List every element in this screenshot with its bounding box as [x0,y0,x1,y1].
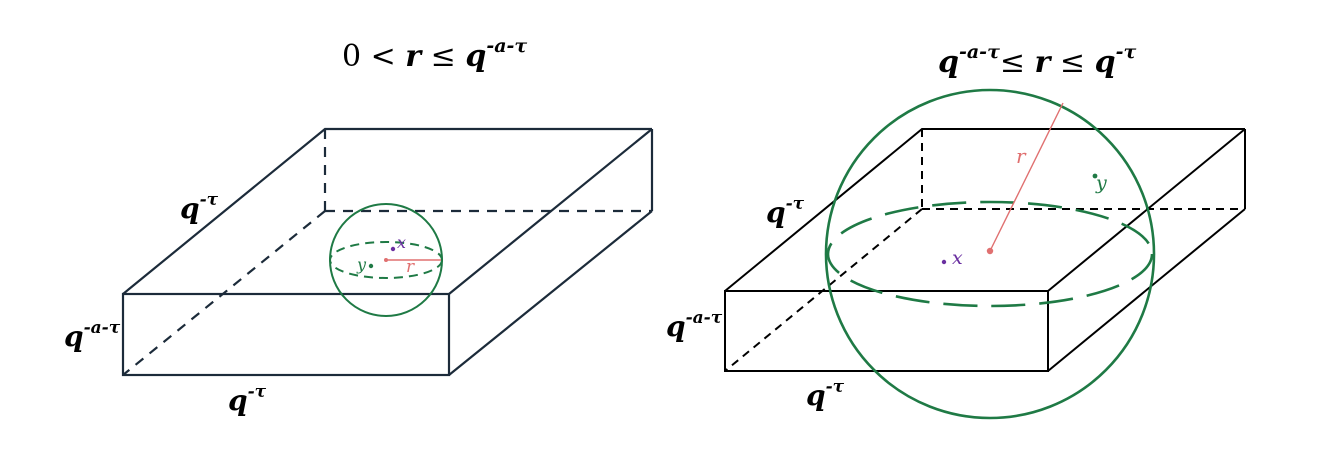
right-label-top-depth: q-τ [766,194,805,229]
left-point-x-label: x [397,233,406,252]
right-point-y-dot [1092,173,1098,179]
left-hidden-depth-edge [122,210,326,376]
left-point-y-label: y [356,255,367,274]
left-label-top-depth: q-τ [180,190,219,225]
right-label-height: q-a-τ [666,308,723,343]
right-point-x-dot [941,259,947,265]
left-center-point [384,258,388,262]
left-sphere [329,203,443,317]
right-label-bottom-width: q-τ [806,377,845,412]
right-sphere [824,88,1156,420]
left-sphere-equator [329,241,443,279]
left-point-y-dot [368,263,374,269]
left-label-bottom-width: q-τ [228,382,267,417]
left-point-x-dot [390,246,396,252]
left-box-hidden-edges [122,129,652,376]
left-panel: 0 < r ≤ q-a-τ r x y q-τ q-a-τ q- [64,35,654,417]
right-box-front-face [724,290,1049,372]
right-center-point [986,247,994,255]
left-radius-label: r [406,257,415,277]
left-label-height: q-a-τ [64,318,121,353]
right-box-hidden-edges [724,129,1245,372]
right-box-right-bottom-edge [1047,208,1246,372]
right-sphere-equator [826,200,1154,308]
right-sphere-outline [824,88,1156,420]
right-radius-line [989,102,1064,252]
right-panel: q-a-τ≤ r ≤ q-τ r x y q-τ q-a-τ q [666,41,1246,420]
right-hidden-depth-edge [724,208,923,372]
right-box [724,128,1246,372]
left-box-front-face [121,292,451,377]
left-box-right-bottom-edge [448,210,653,376]
right-point-y-label: y [1095,172,1107,194]
right-point-x-label: x [952,247,963,269]
right-radius-label: r [1016,144,1027,168]
right-title: q-a-τ≤ r ≤ q-τ [938,41,1136,80]
left-title: 0 < r ≤ q-a-τ [342,35,527,74]
left-box [121,127,654,377]
